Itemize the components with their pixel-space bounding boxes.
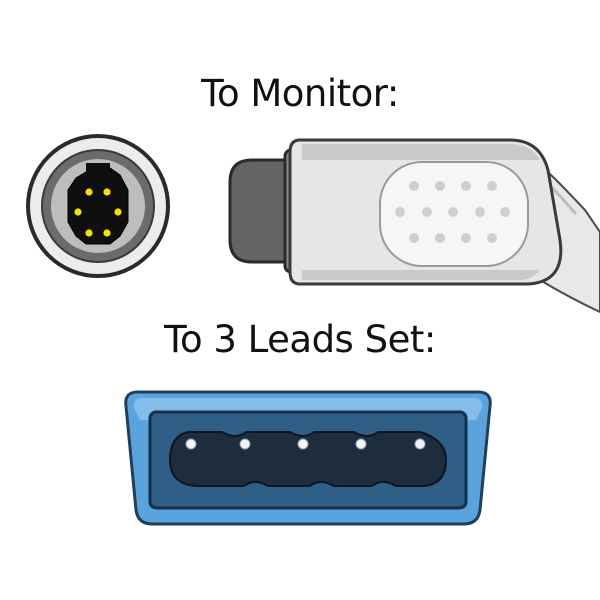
- plug-side-view: [228, 138, 600, 314]
- pin-socket-insert: [67, 167, 129, 245]
- leads-pins: [185, 438, 426, 450]
- plug-metal-shell: [228, 158, 302, 264]
- leads-connector-face: [124, 390, 492, 526]
- grip-dots: [395, 181, 510, 243]
- round-connector-face: [26, 134, 170, 278]
- to-leads-set-heading: To 3 Leads Set:: [164, 318, 436, 361]
- leads-socket-slot: [168, 431, 448, 487]
- connector-pins: [74, 188, 122, 237]
- to-monitor-heading: To Monitor:: [201, 72, 399, 115]
